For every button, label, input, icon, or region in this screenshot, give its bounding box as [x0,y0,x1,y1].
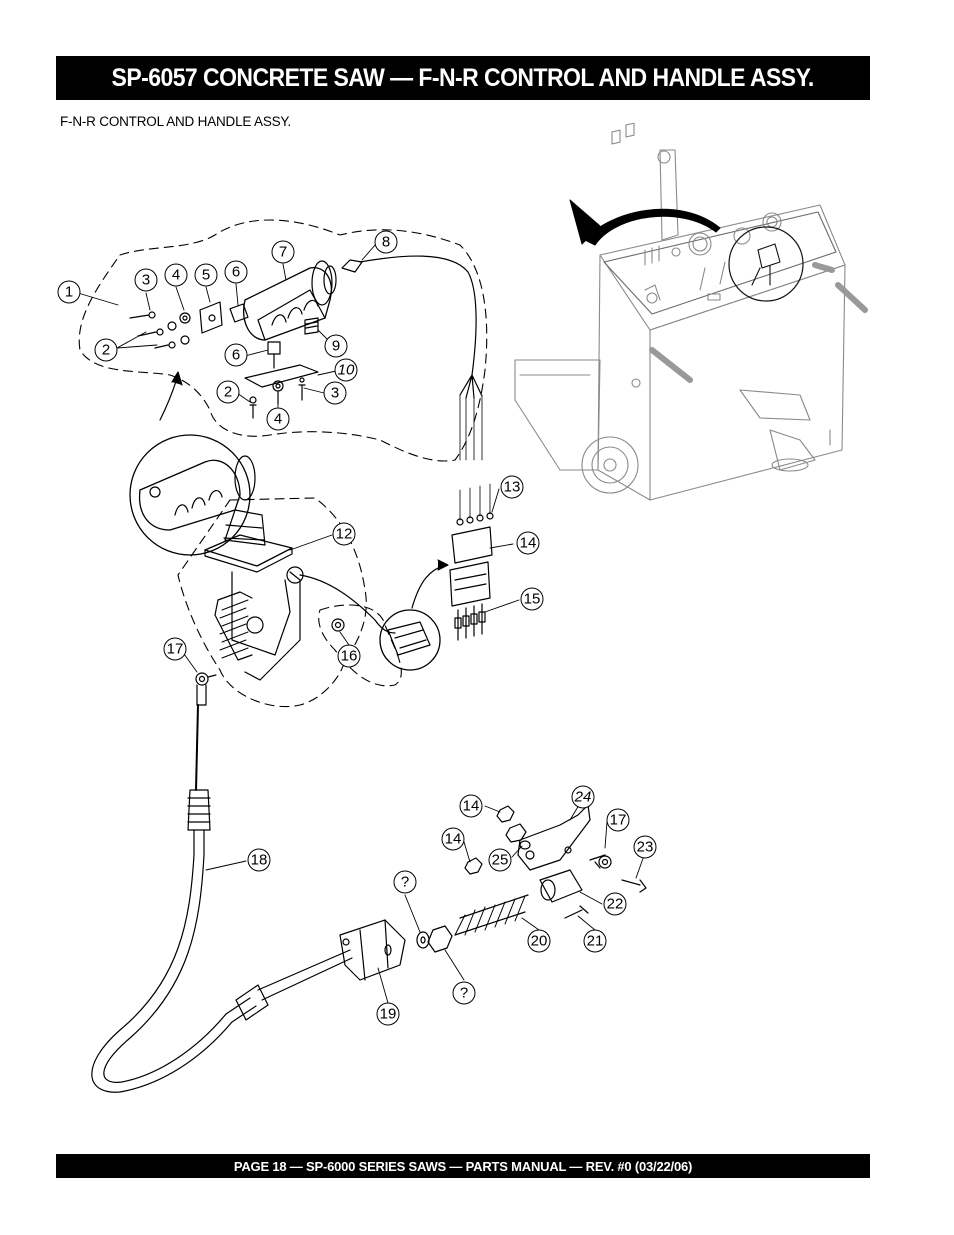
svg-text:4: 4 [172,267,180,284]
svg-text:2: 2 [102,342,110,359]
page-title-bar: SP-6057 CONCRETE SAW — F-N-R CONTROL AND… [56,56,870,100]
callout-24: 24 [571,785,595,809]
svg-text:23: 23 [637,839,654,856]
svg-text:6: 6 [232,347,240,364]
svg-text:14: 14 [445,831,462,848]
svg-text:19: 19 [380,1006,397,1023]
page-footer: PAGE 18 — SP-6000 SERIES SAWS — PARTS MA… [233,1158,693,1174]
svg-text:22: 22 [607,896,624,913]
svg-text:15: 15 [524,591,541,608]
callout-14c: 14 [441,827,465,851]
svg-text:4: 4 [274,411,282,428]
callout-3a: 3 [134,268,158,292]
linkage-parts [339,804,647,981]
callout-4b: 4 [266,407,290,431]
callout-2a: 2 [94,338,118,362]
callout-10: 10 [334,358,358,382]
svg-text:?: ? [401,874,409,891]
svg-text:16: 16 [341,648,358,665]
rotation-arrow [584,208,721,246]
joystick-assembly-parts [138,455,431,706]
callout-14b: 14 [459,794,483,818]
callout-25: 25 [488,848,512,872]
callout-6b: 6 [224,343,248,367]
callout-13: 13 [500,475,524,499]
callout-18: 18 [247,848,271,872]
diagram-subtitle: F-N-R CONTROL AND HANDLE ASSY. [60,114,292,129]
joystick-assembly-boundary [177,497,367,708]
svg-text:1: 1 [65,284,73,301]
svg-text:18: 18 [251,852,268,869]
handle-exploded-boundary [78,219,488,462]
callout-1: 1 [57,280,81,304]
svg-text:14: 14 [520,535,537,552]
svg-text:5: 5 [202,267,210,284]
svg-text:9: 9 [332,338,340,355]
callout-17a: 17 [163,637,187,661]
svg-text:21: 21 [587,933,604,950]
callout-23: 23 [633,835,657,859]
callout-17b: 17 [606,808,630,832]
svg-text:13: 13 [504,479,521,496]
callout-19: 19 [376,1002,400,1026]
svg-text:?: ? [460,985,468,1002]
svg-text:20: 20 [531,933,548,950]
callout-2b: 2 [216,380,240,404]
callout-22: 22 [603,892,627,916]
svg-text:17: 17 [167,641,184,658]
svg-text:17: 17 [610,812,627,829]
leader-lines [77,243,647,1004]
callout-q2: ? [452,981,476,1005]
callout-9: 9 [324,334,348,358]
callout-21: 21 [583,929,607,953]
page-footer-bar: PAGE 18 — SP-6000 SERIES SAWS — PARTS MA… [56,1154,870,1178]
control-cable [91,704,353,1093]
svg-text:24: 24 [574,789,592,806]
callout-12: 12 [332,522,356,546]
callout-7: 7 [271,240,295,264]
callout-15: 15 [520,587,544,611]
svg-text:3: 3 [331,385,339,402]
page-title: SP-6057 CONCRETE SAW — F-N-R CONTROL AND… [111,63,815,92]
callout-20: 20 [527,929,551,953]
callout-8: 8 [374,230,398,254]
callout-14a: 14 [516,531,540,555]
connector-zoom-circle [379,609,441,671]
svg-text:8: 8 [382,234,390,251]
connector-parts [449,483,494,641]
callout-5: 5 [194,263,218,287]
svg-text:12: 12 [336,526,353,543]
svg-text:6: 6 [232,264,240,281]
svg-text:2: 2 [224,384,232,401]
svg-text:3: 3 [142,272,150,289]
svg-text:7: 7 [279,244,287,261]
callout-6a: 6 [224,260,248,284]
svg-text:14: 14 [463,798,480,815]
svg-text:10: 10 [338,362,355,379]
callout-16: 16 [337,644,361,668]
handle-exploded-parts [129,255,483,461]
saw-illustration [514,122,868,501]
handle-zoom-circle [129,434,251,556]
callout-q1: ? [393,870,417,894]
callout-4a: 4 [164,263,188,287]
connector-boundary [318,604,402,687]
svg-text:25: 25 [492,852,509,869]
callout-3b: 3 [323,381,347,405]
